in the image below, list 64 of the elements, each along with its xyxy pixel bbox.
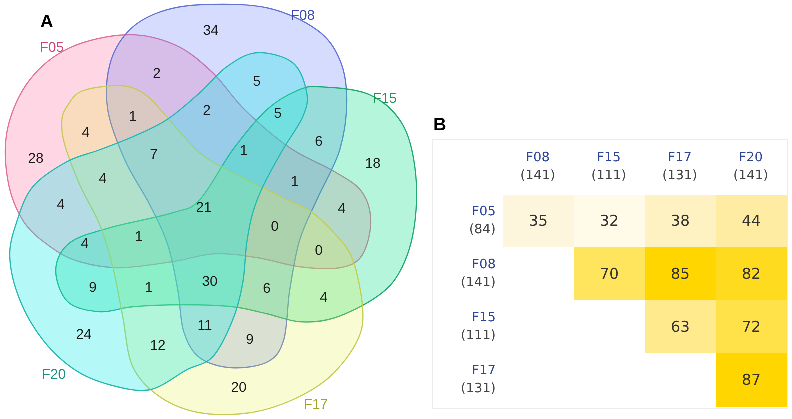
row-total: (131)	[461, 382, 496, 396]
region-count: 34	[203, 22, 219, 38]
region-count: 1	[145, 279, 153, 295]
region-count: 4	[320, 289, 328, 305]
heatmap-cell: 44	[716, 195, 787, 247]
set-label: F15	[372, 91, 398, 105]
region-count: 9	[246, 331, 254, 347]
region-count: 1	[135, 228, 143, 244]
region-count: 0	[271, 218, 279, 234]
heatmap-cell: 82	[716, 247, 787, 300]
region-count: 6	[315, 133, 323, 149]
heatmap-cell: 72	[716, 300, 787, 353]
set-label: F20	[42, 367, 66, 381]
region-count: 20	[231, 379, 247, 395]
region-count: 4	[81, 235, 89, 251]
column-total: (141)	[734, 168, 768, 184]
column-header: F15	[596, 150, 622, 166]
region-count: 5	[253, 73, 261, 89]
region-count: 4	[99, 170, 107, 186]
region-count: 2	[153, 65, 161, 81]
region-count: 21	[196, 199, 212, 215]
set-label: F08	[290, 8, 316, 22]
region-count: 30	[202, 273, 218, 289]
region-count: 4	[57, 196, 65, 212]
row-header: F15	[472, 310, 496, 326]
row-header: F17	[472, 364, 496, 378]
region-count: 1	[291, 173, 299, 189]
region-count: 2	[203, 102, 211, 118]
heatmap-cell: 38	[645, 195, 716, 247]
panel-letter: A	[40, 12, 54, 32]
heatmap-cell: 32	[574, 195, 645, 247]
region-count: 18	[365, 155, 381, 171]
region-count: 6	[263, 280, 271, 296]
region-count: 1	[240, 142, 248, 158]
region-count: 11	[198, 317, 212, 333]
region-count: 12	[150, 337, 166, 353]
heatmap-cell: 63	[645, 300, 716, 353]
row-total: (84)	[469, 222, 496, 238]
region-count: 28	[28, 150, 44, 166]
region-count: 4	[338, 200, 346, 216]
region-count: 7	[150, 146, 158, 162]
panel-letter: B	[434, 114, 446, 136]
region-count: 1	[129, 108, 137, 124]
heatmap-cell: 35	[503, 195, 574, 247]
set-label: F05	[40, 40, 64, 54]
region-count: 9	[89, 279, 97, 295]
row-header: F08	[472, 258, 496, 272]
column-header: F08	[526, 150, 550, 166]
region-count: 4	[82, 124, 90, 140]
region-count: 24	[76, 326, 92, 342]
row-header: F05	[472, 204, 496, 220]
heatmap-cell: 87	[716, 353, 787, 407]
row-total: (141)	[461, 276, 496, 290]
column-total: (141)	[520, 168, 556, 184]
region-count: 0	[315, 242, 323, 258]
column-header: F20	[738, 150, 764, 166]
region-count: 5	[274, 105, 282, 121]
column-total: (131)	[662, 168, 698, 184]
set-label: F17	[304, 397, 328, 411]
heatmap-cell: 70	[574, 247, 645, 300]
column-header: F17	[668, 150, 692, 166]
column-total: (111)	[592, 168, 626, 184]
heatmap-cell: 85	[645, 247, 716, 300]
row-total: (111)	[461, 328, 496, 344]
